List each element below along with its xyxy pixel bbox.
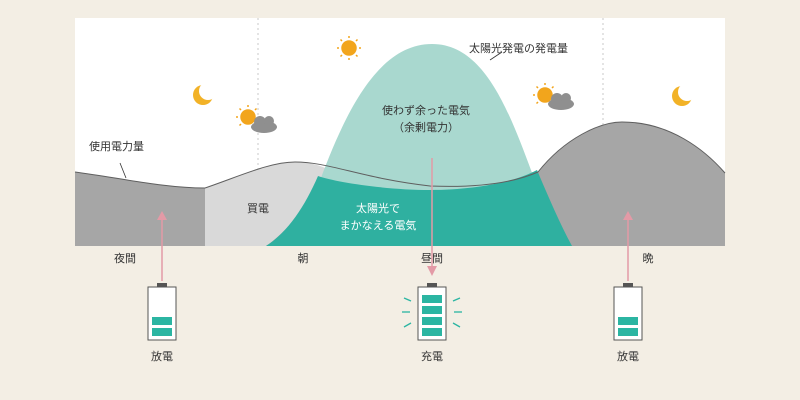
battery-charge-bar (618, 317, 638, 325)
surplus-label-line2: （余剰電力） (393, 120, 459, 134)
arrow-discharge-night (157, 211, 167, 281)
solar-generation-label: 太陽光発電の発電量 (469, 41, 568, 55)
battery-charge-bar (618, 328, 638, 336)
timeline-label-morning: 朝 (298, 252, 309, 265)
battery-charge-bar (422, 295, 442, 303)
moon-icon (672, 83, 696, 106)
covered-label-line2: まかなえる電気 (340, 218, 417, 232)
battery-charge-bar (422, 328, 442, 336)
charging-glow-icon (402, 297, 462, 328)
battery-discharge-night: 放電 (147, 283, 177, 363)
battery-charge-bar (422, 317, 442, 325)
purchase-area (205, 162, 330, 246)
purchase-label: 買電 (247, 202, 269, 215)
battery-discharge-evening: 放電 (613, 283, 643, 363)
sun-icon (337, 36, 361, 60)
battery-label: 放電 (151, 349, 173, 363)
solar-surplus-area (318, 44, 537, 191)
timeline-label-night: 夜間 (114, 251, 136, 265)
solar-label-leader (489, 51, 503, 61)
usage-label-leader (119, 162, 127, 179)
power-usage-label: 使用電力量 (89, 140, 144, 153)
sun-icon (236, 105, 258, 127)
solar-covered-area (266, 170, 572, 246)
battery-label: 放電 (617, 349, 639, 363)
battery-charge-bar (422, 306, 442, 314)
timeline-label-evening: 晩 (643, 252, 654, 265)
arrow-discharge-evening (623, 211, 633, 281)
battery-label: 充電 (421, 349, 443, 363)
cloud-icon (548, 93, 574, 110)
battery-charge-noon: 充電 (402, 283, 462, 363)
covered-label-line1: 太陽光で (356, 201, 400, 215)
usage-line (74, 121, 726, 189)
moon-icon (193, 82, 217, 105)
sun-icon (533, 83, 555, 105)
arrow-charge-noon (427, 158, 437, 276)
battery-charge-bar (152, 317, 172, 325)
cloud-icon (251, 116, 277, 133)
surplus-label-line1: 使わず余った電気 (382, 103, 470, 117)
battery-charge-bar (152, 328, 172, 336)
